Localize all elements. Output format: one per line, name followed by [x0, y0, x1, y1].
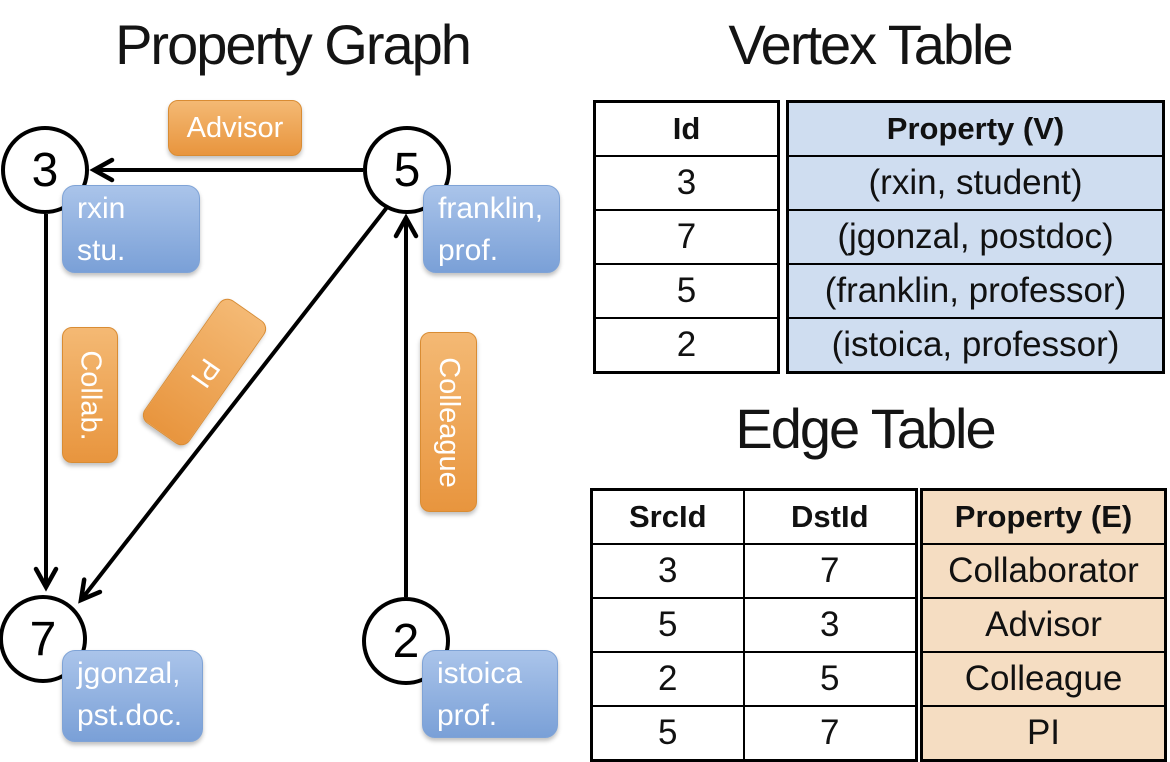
- vertex-box-line1: rxin: [77, 192, 126, 225]
- vertex-table-id-header: Id: [593, 100, 780, 157]
- edge-property-cell: Advisor: [920, 597, 1167, 653]
- vertex-box-line2: stu.: [77, 234, 126, 267]
- vertex-id-cell: 7: [593, 209, 780, 265]
- graph-node-5: 5: [363, 126, 451, 214]
- vertex-box-line1: franklin,: [438, 192, 544, 225]
- vertex-box-line2: prof.: [437, 699, 498, 732]
- edge-property-cell: Colleague: [920, 651, 1167, 707]
- vertex-property-cell: (istoica, professor): [786, 317, 1165, 374]
- edge-dst-cell: 5: [742, 651, 918, 707]
- edge-table-src-dst-columns: SrcId DstId 3 7 5 3 2 5 5 7: [590, 488, 918, 762]
- vertex-table-property-header: Property (V): [786, 100, 1165, 157]
- table-row: (franklin, professor): [786, 263, 1165, 319]
- node-2-label: 2: [392, 614, 420, 668]
- table-row: (jgonzal, postdoc): [786, 209, 1165, 265]
- edge-label-collab: Collab.: [62, 327, 118, 463]
- edge-dst-cell: 7: [742, 543, 918, 599]
- edge-label-collab-text: Collab.: [74, 349, 107, 441]
- table-row: 5 3: [590, 597, 918, 653]
- edge-src-cell: 5: [590, 705, 745, 762]
- edge-dst-cell: 3: [742, 597, 918, 653]
- edge-label-colleague-text: Colleague: [433, 356, 466, 488]
- table-row: Colleague: [920, 651, 1167, 707]
- vertex-property-box-jgonzal: jgonzal, pst.doc.: [62, 650, 203, 742]
- vertex-property-box-istoica: istoica prof.: [422, 650, 558, 738]
- edge-label-pi-text: PI: [183, 351, 226, 393]
- table-row: 5 7: [590, 705, 918, 762]
- vertex-property-box-rxin: rxin stu.: [62, 185, 200, 273]
- vertex-property-cell: (franklin, professor): [786, 263, 1165, 319]
- graph-edges-canvas: [33, 157, 419, 604]
- table-row: 7: [593, 209, 780, 265]
- table-row: 2: [593, 317, 780, 374]
- vertex-id-cell: 3: [593, 155, 780, 211]
- edge-table-srcid-header: SrcId: [590, 488, 745, 545]
- edge-label-colleague: Colleague: [420, 332, 477, 512]
- table-row: 2 5: [590, 651, 918, 707]
- table-row: PI: [920, 705, 1167, 762]
- vertex-id-cell: 2: [593, 317, 780, 374]
- edge-label-advisor: Advisor: [168, 100, 302, 156]
- edge-table-property-column: Property (E) Collaborator Advisor Collea…: [920, 488, 1167, 762]
- table-row: Advisor: [920, 597, 1167, 653]
- node-5-label: 5: [393, 143, 421, 197]
- property-graph-title: Property Graph: [115, 13, 472, 76]
- vertex-box-line2: pst.doc.: [77, 699, 183, 732]
- edge-table-title: Edge Table: [735, 397, 996, 460]
- table-row: (istoica, professor): [786, 317, 1165, 374]
- graph-node-2: 2: [362, 597, 450, 685]
- vertex-box-line1: jgonzal,: [77, 657, 181, 690]
- table-row: Collaborator: [920, 543, 1167, 599]
- edge-src-cell: 5: [590, 597, 745, 653]
- edge-table-dstid-header: DstId: [742, 488, 918, 545]
- vertex-table-id-column: Id 3 7 5 2: [593, 100, 780, 374]
- vertex-box-line1: istoica: [437, 657, 523, 690]
- edge-src-cell: 2: [590, 651, 745, 707]
- table-row: 5: [593, 263, 780, 319]
- table-row: (rxin, student): [786, 155, 1165, 211]
- edge-dst-cell: 7: [742, 705, 918, 762]
- vertex-property-box-franklin: franklin, prof.: [423, 185, 560, 273]
- vertex-box-line2: prof.: [438, 234, 499, 267]
- table-row: 3: [593, 155, 780, 211]
- edge-label-advisor-text: Advisor: [186, 111, 284, 144]
- vertex-id-cell: 5: [593, 263, 780, 319]
- table-row: 3 7: [590, 543, 918, 599]
- edge-src-cell: 3: [590, 543, 745, 599]
- node-7-label: 7: [29, 612, 57, 666]
- vertex-property-cell: (jgonzal, postdoc): [786, 209, 1165, 265]
- vertex-table-title: Vertex Table: [728, 13, 1013, 76]
- vertex-property-cell: (rxin, student): [786, 155, 1165, 211]
- edge-5-to-7: [78, 204, 390, 604]
- edge-table-property-header: Property (E): [920, 488, 1167, 545]
- edge-property-cell: Collaborator: [920, 543, 1167, 599]
- edge-property-cell: PI: [920, 705, 1167, 762]
- vertex-table-property-column: Property (V) (rxin, student) (jgonzal, p…: [786, 100, 1165, 374]
- node-3-label: 3: [31, 143, 59, 197]
